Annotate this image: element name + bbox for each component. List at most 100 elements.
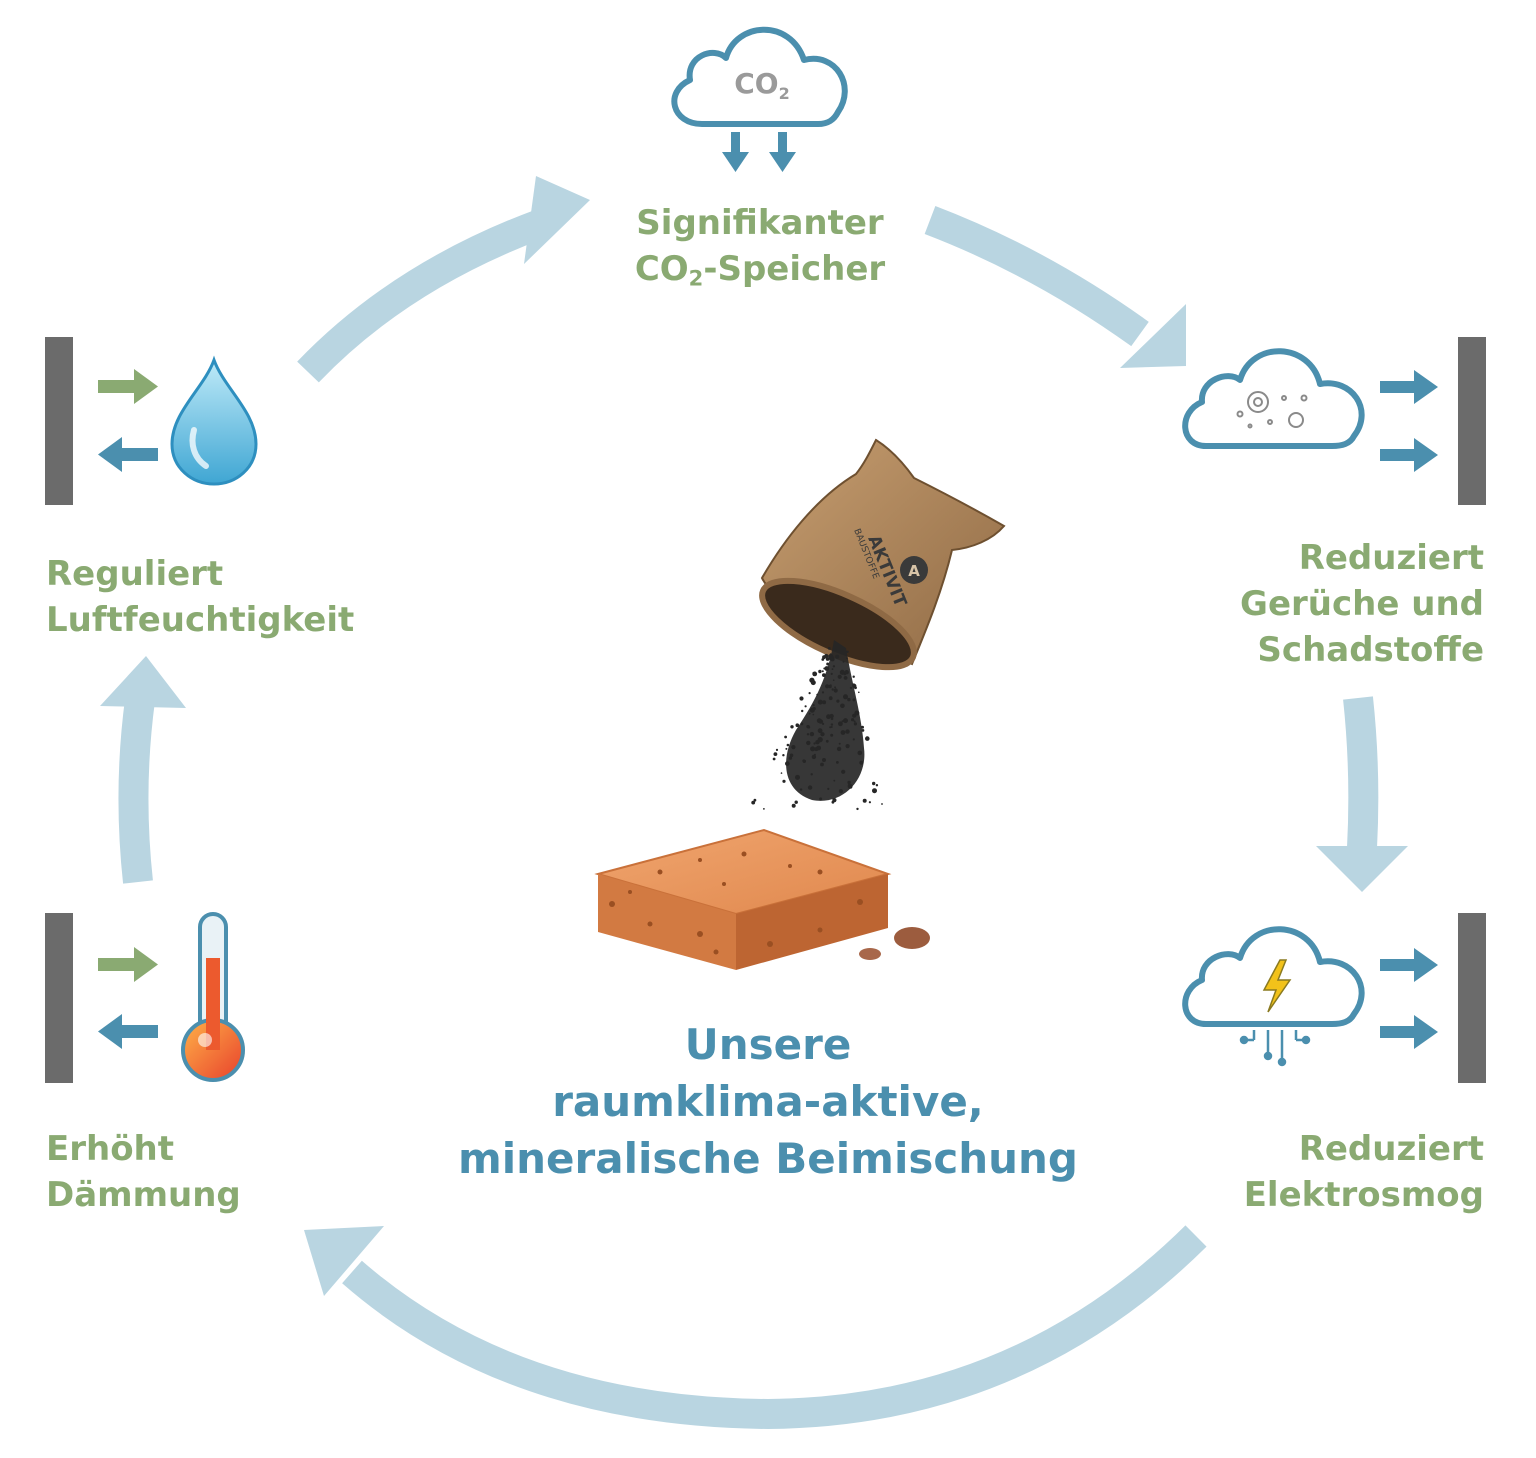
- powder-speckle: [865, 736, 870, 741]
- label-humidity: Reguliert Luftfeuchtigkeit: [46, 554, 355, 640]
- powder-speckle: [830, 672, 833, 676]
- powder-speckle: [824, 666, 830, 671]
- powder-speckle: [822, 758, 826, 762]
- powder-speckle: [808, 712, 811, 715]
- powder-speckle: [811, 754, 817, 760]
- powder-speckle: [843, 694, 848, 700]
- powder-speckle: [858, 691, 860, 694]
- powder-speckle: [843, 718, 848, 724]
- powder-speckle: [835, 654, 840, 659]
- powder-speckle: [821, 691, 825, 694]
- powder-speckle: [852, 738, 855, 741]
- powder-speckle: [830, 733, 834, 737]
- powder-speckle: [831, 668, 834, 670]
- powder-speckle: [852, 683, 856, 687]
- brick-illustration: [594, 828, 930, 970]
- powder-speckle: [801, 709, 804, 713]
- powder-speckle: [852, 698, 856, 702]
- powder-speckle: [795, 774, 800, 780]
- powder-speckle: [816, 718, 822, 724]
- powder-speckle: [820, 762, 824, 767]
- powder-speckle: [790, 725, 794, 729]
- powder-speckle: [782, 754, 785, 757]
- powder-speckle: [851, 718, 855, 722]
- powder-speckle: [812, 713, 815, 716]
- powder-speckle: [838, 742, 841, 745]
- powder-speckle: [836, 761, 839, 764]
- powder-speckle: [822, 655, 826, 660]
- center-title: Unsere raumklima-aktive, mineralische Be…: [457, 1020, 1078, 1183]
- wall-humidity: [45, 337, 73, 505]
- cycle-arrows: [100, 176, 1408, 1430]
- powder-speckle: [829, 713, 834, 719]
- wall-insulation: [45, 913, 73, 1083]
- powder-speckle: [804, 705, 807, 708]
- insulation-exchange-arrows: [98, 947, 158, 1049]
- brick-crumb-large: [894, 927, 930, 949]
- powder-speckle: [819, 797, 823, 801]
- powder-speckle: [828, 696, 833, 701]
- label-odors-pollutants: Reduziert Gerüche und Schadstoffe: [1240, 538, 1484, 670]
- powder-speckle: [806, 740, 811, 746]
- cycle-arrow-electrosmog-to-insulation: [304, 1225, 1207, 1430]
- powder-speckle: [809, 707, 815, 713]
- powder-speckle: [825, 657, 830, 661]
- powder-speckle: [829, 653, 832, 656]
- powder-speckle: [820, 732, 825, 737]
- powder-speckle: [843, 676, 848, 680]
- humidity-exchange-arrows: [98, 369, 158, 472]
- brick-crumb-small: [859, 948, 881, 960]
- powder-speckle: [845, 729, 850, 734]
- powder-speckle: [845, 744, 850, 749]
- co2-cloud-icon: CO2: [671, 26, 848, 172]
- powder-speckle: [791, 803, 796, 808]
- powder-speckle: [852, 675, 855, 678]
- powder-speckle: [840, 703, 845, 709]
- powder-speckle: [816, 693, 819, 696]
- powder-speckle: [800, 722, 804, 726]
- powder-speckle: [836, 699, 840, 703]
- lightning-cloud-icon: [1182, 926, 1365, 1067]
- powder-speckle: [872, 781, 876, 786]
- electrosmog-out-arrows: [1380, 948, 1438, 1049]
- mineral-bag-illustration: A AKTIVIT BAUSTOFFE: [751, 438, 1006, 811]
- cycle-arrow-co2-to-odors: [924, 205, 1186, 368]
- powder-speckle: [831, 800, 835, 804]
- powder-speckle: [763, 808, 765, 810]
- powder-speckle: [772, 757, 776, 761]
- powder-speckle: [775, 748, 779, 752]
- powder-speckle: [807, 725, 811, 729]
- powder-speckle: [853, 720, 856, 723]
- powder-speckle: [810, 746, 816, 752]
- powder-speckle: [841, 720, 844, 723]
- pollutant-cloud-icon: [1182, 348, 1365, 449]
- powder-speckle: [809, 677, 815, 683]
- powder-speckle: [842, 660, 845, 663]
- powder-speckle: [834, 648, 837, 651]
- powder-speckle: [817, 699, 823, 705]
- cloud-co2-text: CO2: [734, 67, 790, 103]
- powder-speckle: [847, 780, 851, 785]
- powder-speckle: [840, 730, 846, 735]
- powder-speckle: [808, 692, 811, 695]
- powder-speckle: [827, 647, 831, 650]
- powder-speckle: [881, 803, 883, 805]
- powder-speckle: [844, 670, 849, 675]
- powder-speckle: [826, 662, 830, 666]
- powder-speckle: [861, 729, 865, 732]
- powder-speckle: [859, 751, 862, 754]
- powder-speckle: [807, 785, 813, 790]
- powder-speckle: [830, 723, 834, 726]
- powder-speckle: [847, 697, 851, 702]
- powder-speckles: [751, 647, 883, 811]
- powder-speckle: [852, 713, 857, 718]
- powder-speckle: [825, 684, 830, 689]
- powder-speckle: [822, 722, 825, 726]
- powder-speckle: [806, 733, 810, 736]
- label-electrosmog: Reduziert Elektrosmog: [1243, 1129, 1484, 1215]
- powder-speckle: [813, 753, 816, 756]
- wall-odors: [1458, 337, 1486, 505]
- powder-speckle: [859, 760, 864, 765]
